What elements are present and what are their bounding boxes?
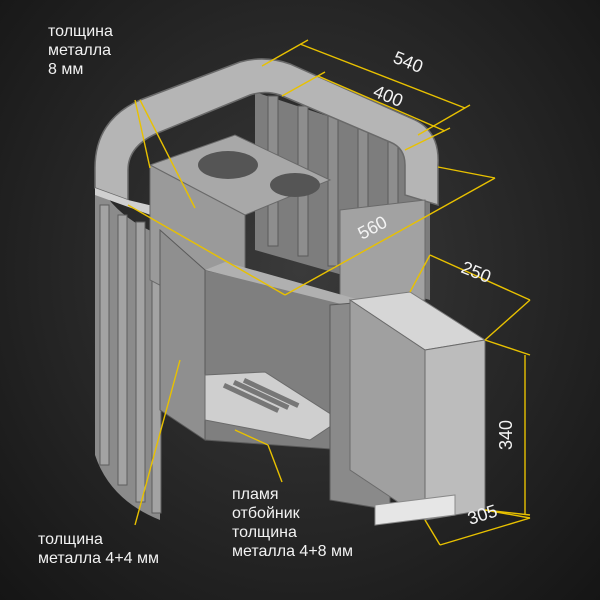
label-flame-baffle: пламя отбойник толщина металла 4+8 мм [232, 486, 354, 560]
grate-slots [222, 377, 300, 413]
dim-540: 540 [391, 47, 426, 77]
channel-front [424, 339, 486, 521]
label-top-thickness: толщина металла 8 мм [48, 23, 113, 78]
flame-baffle-panel [205, 262, 360, 305]
dim-250: 250 [459, 257, 494, 287]
top-hole-right [270, 173, 320, 197]
leader-lines [134, 99, 283, 526]
channel-door-opening [374, 494, 456, 526]
label-side-thickness: толщина металла 4+4 мм [38, 531, 160, 567]
right-panel [339, 199, 426, 306]
top-hole-left [198, 151, 258, 179]
dimension-lines [127, 39, 531, 546]
dim-340: 340 [496, 420, 516, 450]
